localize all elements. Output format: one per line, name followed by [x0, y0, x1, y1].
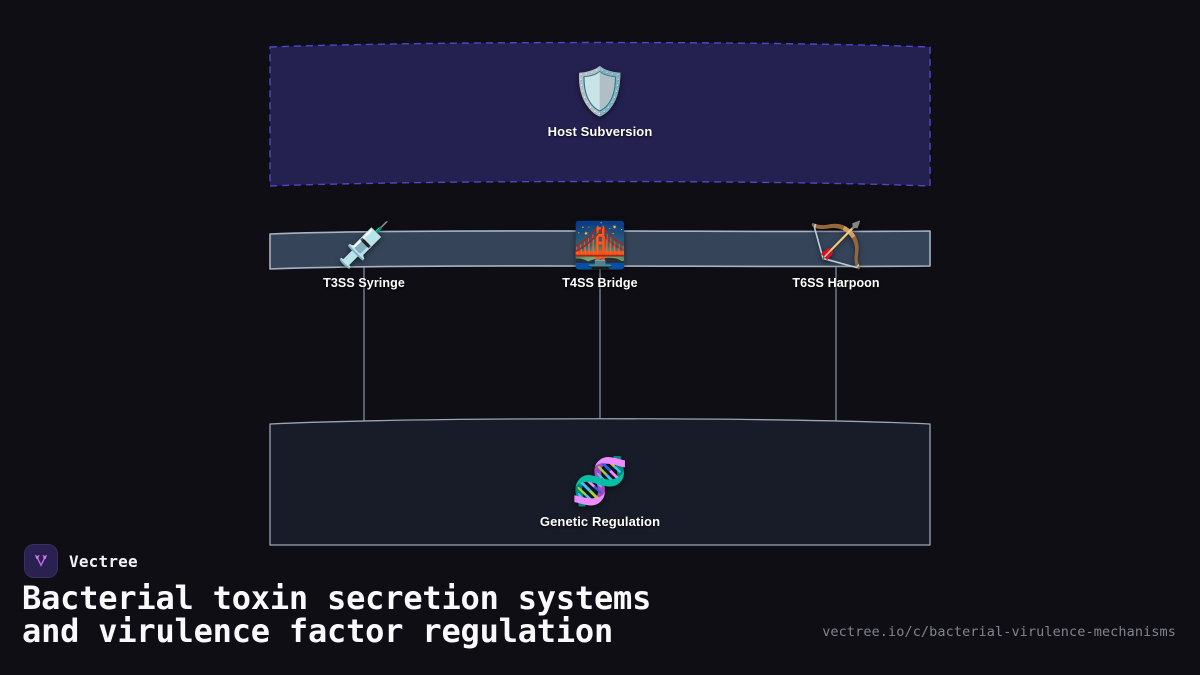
brand[interactable]: Vectree [24, 544, 138, 578]
genetic-regulation-panel[interactable] [269, 418, 931, 546]
diagram-svg [269, 41, 931, 546]
connector-lines [363, 262, 837, 424]
host-subversion-panel[interactable] [269, 41, 931, 187]
page-url: vectree.io/c/bacterial-virulence-mechani… [822, 624, 1176, 640]
footer: Vectree Bacterial toxin secretion system… [0, 536, 1200, 675]
secretion-systems-band[interactable] [269, 230, 931, 270]
page-title: Bacterial toxin secretion systems and vi… [22, 579, 652, 650]
brand-name: Vectree [69, 551, 138, 571]
diagram-stage: 🛡️ Host Subversion 💉 T3SS Syringe 🌉 T4SS… [269, 41, 931, 546]
vectree-logo-icon [24, 544, 58, 578]
